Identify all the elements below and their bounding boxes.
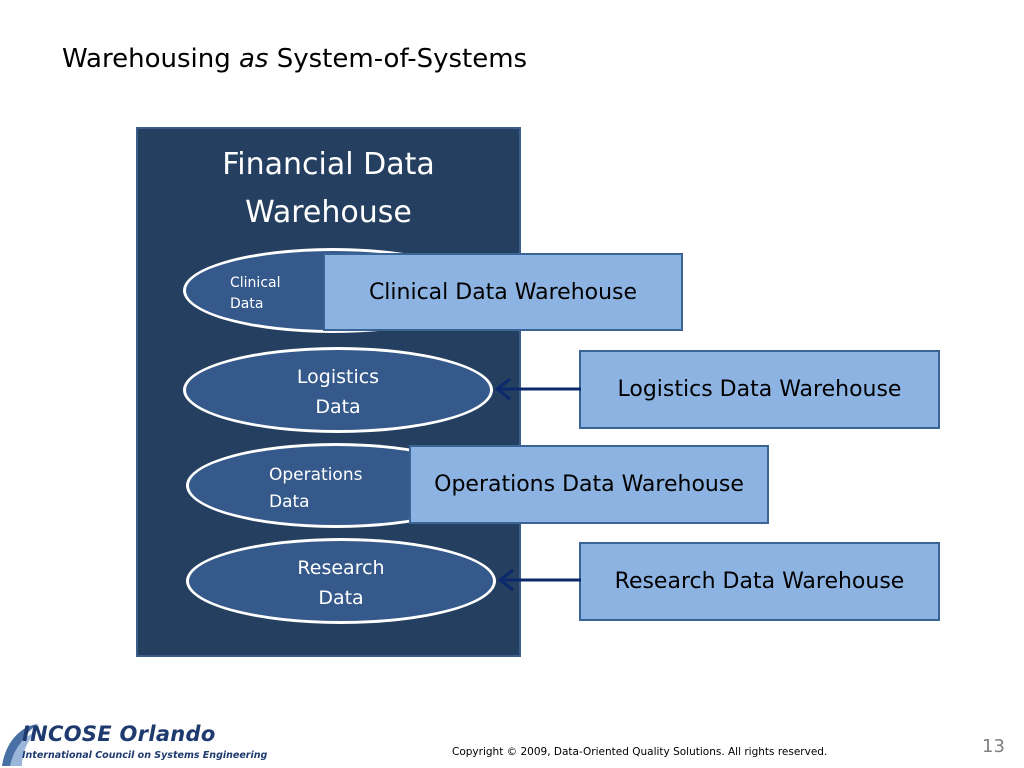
clinical-label-line2: Data — [230, 296, 264, 312]
logistics-data-label: Logistics Data — [186, 362, 490, 422]
slide-title: Warehousing as System-of-Systems — [62, 44, 527, 74]
operations-box-label: Operations Data Warehouse — [434, 472, 744, 497]
financial-label-line1: Financial Data — [222, 147, 435, 182]
title-suffix: System-of-Systems — [268, 44, 528, 74]
page-number: 13 — [982, 736, 1005, 757]
incose-logo-subtitle: International Council on Systems Enginee… — [22, 750, 268, 761]
operations-label-line2: Data — [269, 492, 310, 512]
logistics-arrow — [494, 377, 581, 401]
research-label-line2: Data — [318, 587, 364, 609]
clinical-data-warehouse-box: Clinical Data Warehouse — [323, 253, 683, 331]
operations-data-label: Operations Data — [269, 462, 362, 516]
financial-data-warehouse-label: Financial Data Warehouse — [138, 141, 519, 237]
title-emphasis: as — [238, 44, 269, 74]
logistics-label-line1: Logistics — [296, 366, 380, 388]
operations-data-warehouse-box: Operations Data Warehouse — [409, 445, 769, 524]
operations-label-line1: Operations — [269, 465, 363, 485]
research-data-warehouse-box: Research Data Warehouse — [579, 542, 940, 621]
research-arrow — [497, 568, 581, 592]
clinical-data-label: Clinical Data — [230, 273, 280, 315]
incose-swoosh-icon — [2, 724, 38, 766]
research-data-oval: Research Data — [186, 538, 496, 624]
incose-logo: INCOSE Orlando International Council on … — [0, 720, 267, 768]
incose-logo-title: INCOSE Orlando — [22, 722, 216, 746]
title-prefix: Warehousing — [62, 44, 239, 74]
research-box-label: Research Data Warehouse — [614, 569, 905, 594]
copyright-notice: Copyright © 2009, Data-Oriented Quality … — [452, 746, 828, 758]
logistics-arrow-head — [494, 377, 511, 401]
logistics-data-oval: Logistics Data — [183, 347, 493, 433]
research-label-line1: Research — [297, 557, 385, 579]
logistics-data-warehouse-box: Logistics Data Warehouse — [579, 350, 940, 429]
research-arrow-head — [497, 568, 514, 592]
logistics-label-line2: Data — [315, 396, 361, 418]
logistics-box-label: Logistics Data Warehouse — [617, 377, 902, 402]
financial-label-line2: Warehouse — [245, 195, 412, 230]
clinical-label-line1: Clinical — [230, 275, 281, 291]
research-data-label: Research Data — [189, 553, 493, 613]
clinical-box-label: Clinical Data Warehouse — [368, 279, 638, 305]
